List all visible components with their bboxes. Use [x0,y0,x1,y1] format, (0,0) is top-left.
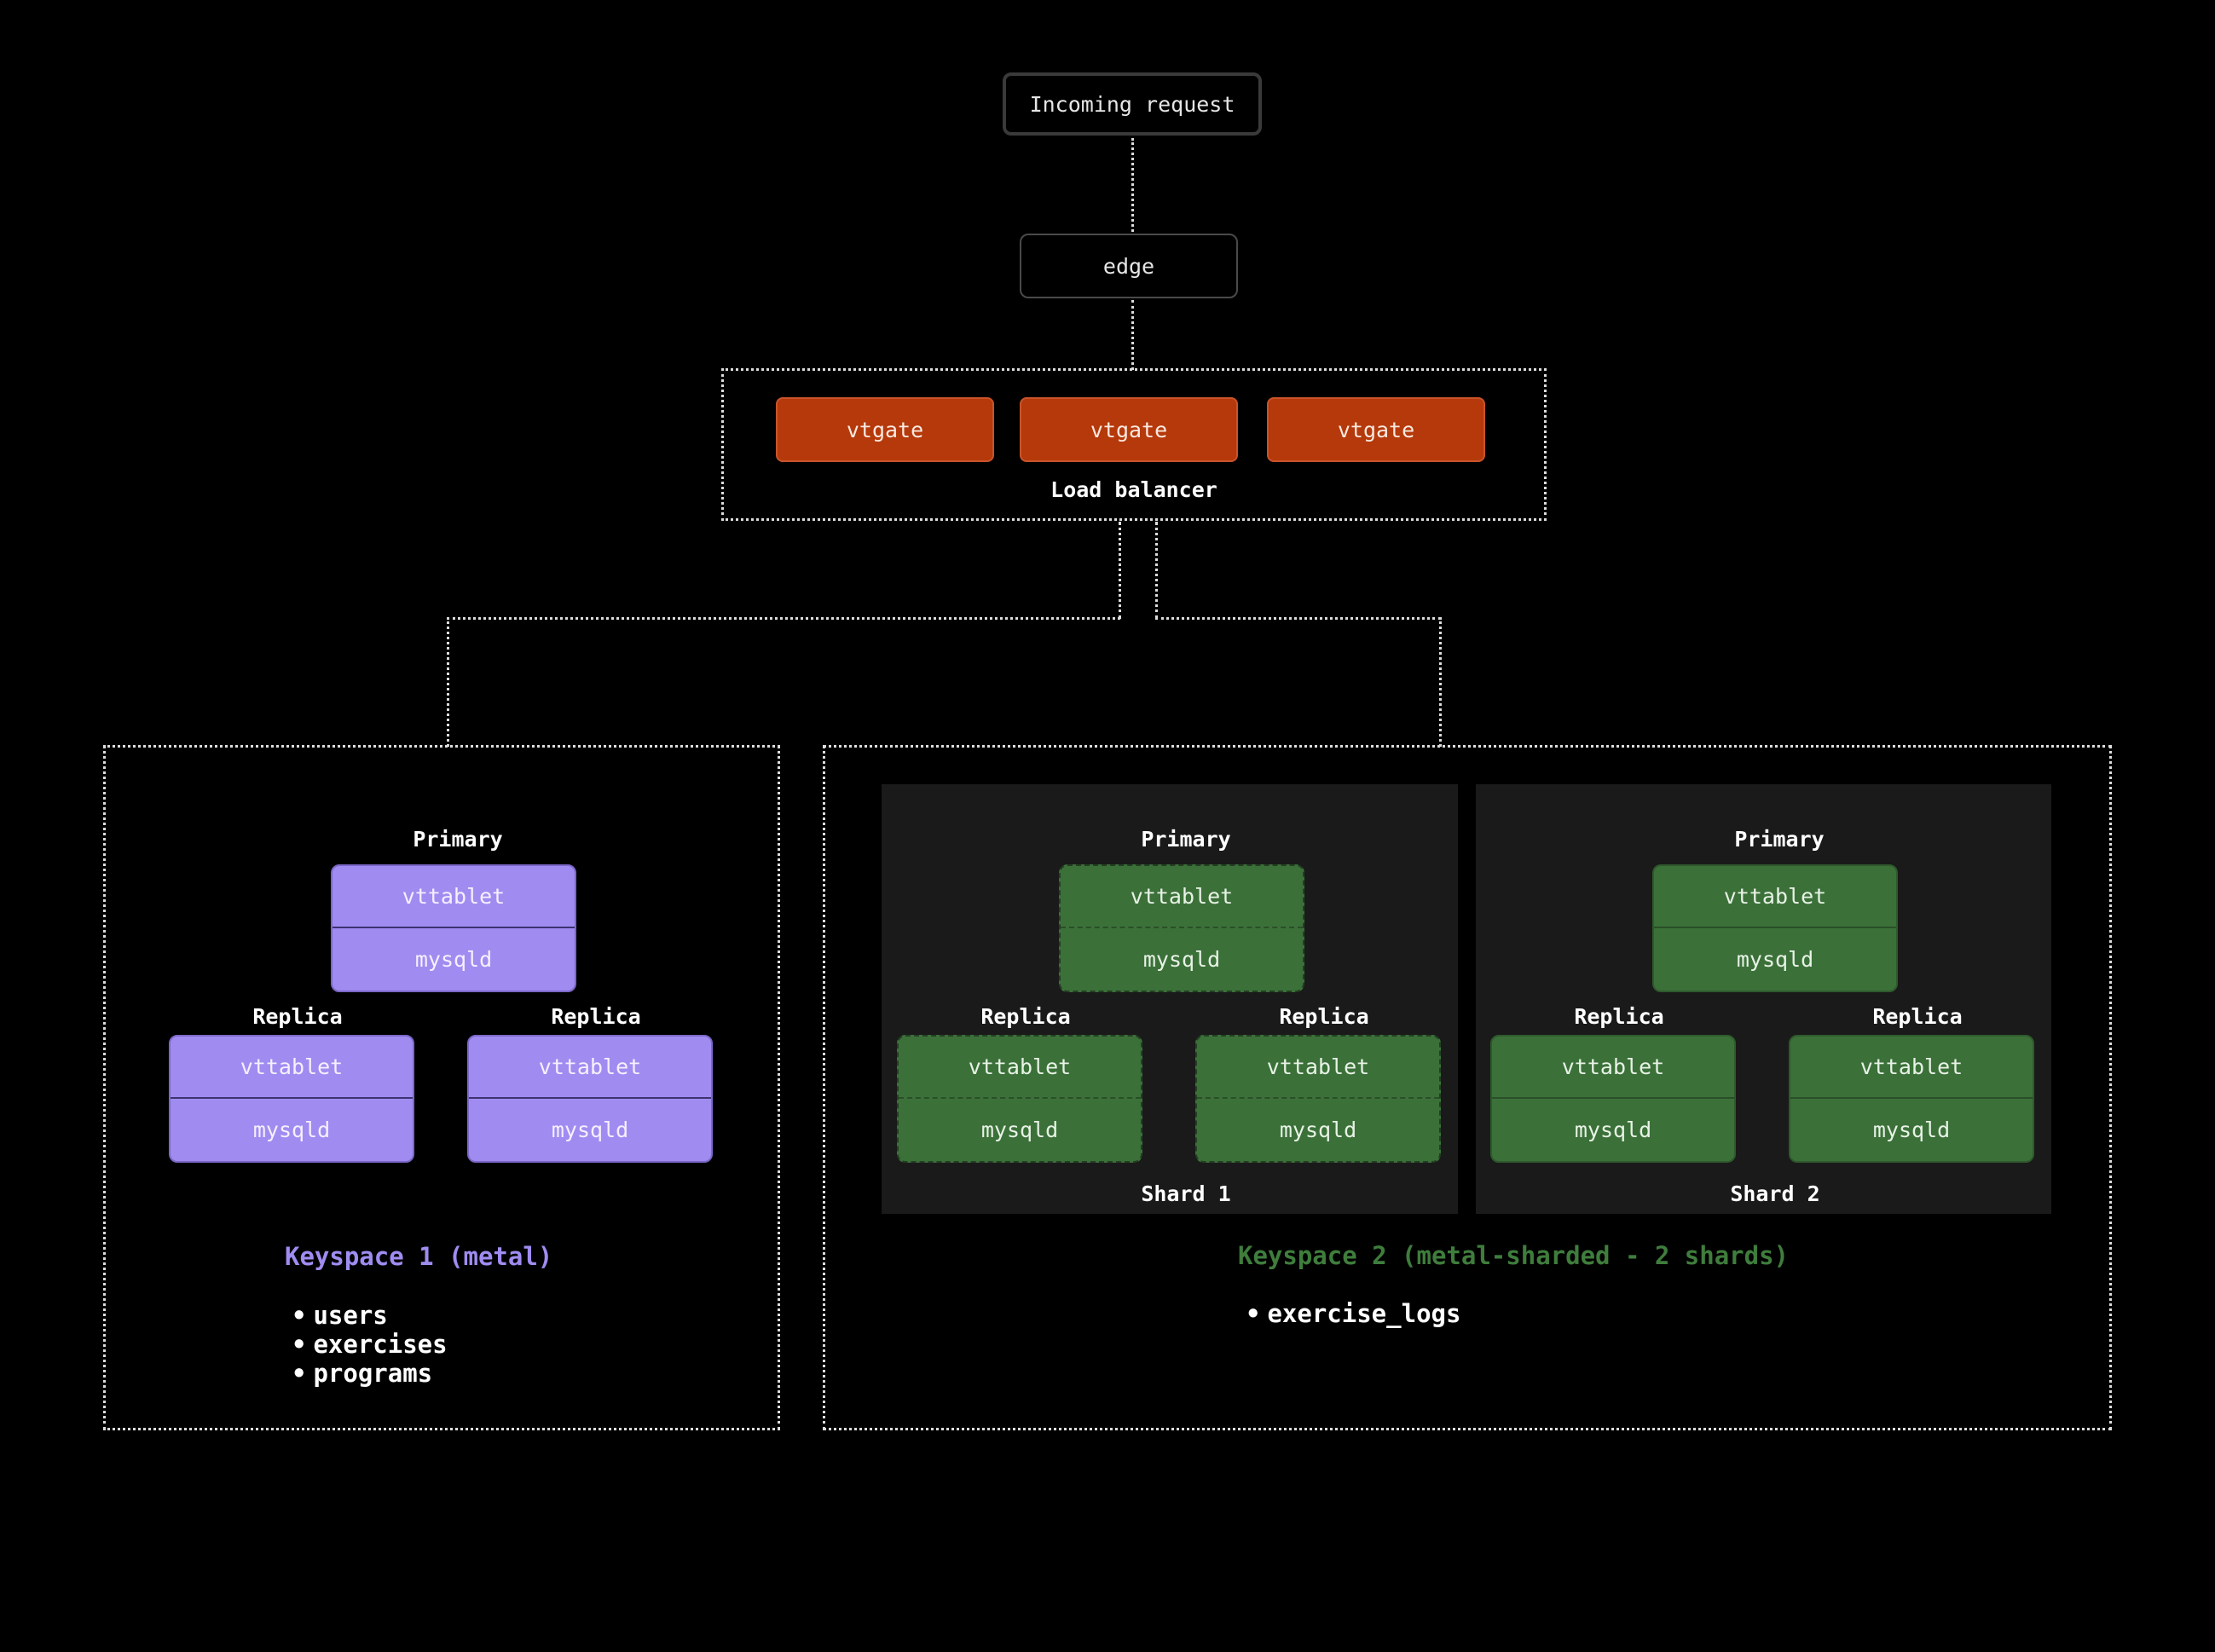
connector [1155,522,1158,619]
shard-2-replica-node: vttablet mysqld [1789,1035,2034,1163]
vtgate-label: vtgate [1337,417,1415,442]
keyspace1-title: Keyspace 1 (metal) [285,1242,553,1271]
shard-2-replica-label: Replica [1872,1004,1963,1029]
keyspace1-replica-label: Replica [551,1004,641,1029]
shard2-primary-label: Primary [1141,827,1231,852]
mysqld-label: mysqld [1279,1118,1357,1142]
list-item: programs [292,1359,448,1388]
vtgate-label: vtgate [846,417,924,442]
shard-1-label: Shard 1 [1141,1181,1231,1206]
keyspace1-table-list: users exercises programs [292,1301,448,1388]
mysqld-label: mysqld [1736,947,1814,972]
connector [447,617,1120,620]
keyspace1-replica-node: vttablet mysqld [169,1035,414,1163]
incoming-request-node: Incoming request [1003,72,1262,136]
shard-2-primary-label: Primary [1734,827,1825,852]
mysqld-label: mysqld [551,1118,629,1142]
keyspace2-table-list: exercise_logs [1246,1299,1460,1328]
shard-1-replica-node: vttablet mysqld [1195,1035,1441,1163]
mysqld-label: mysqld [1142,947,1221,972]
keyspace1-primary-label: Primary [413,827,503,852]
vttablet-label: vttablet [1061,866,1303,928]
shard-1-replica-label: Replica [1279,1004,1369,1029]
mysqld-label: mysqld [252,1118,331,1142]
incoming-request-label: Incoming request [1029,91,1235,117]
vtgate-node: vtgate [776,397,994,462]
keyspace1-replica-label: Replica [252,1004,343,1029]
keyspace1-group [103,745,780,1430]
load-balancer-label: Load balancer [1050,477,1217,502]
vttablet-label: vttablet [171,1037,413,1099]
list-item: exercises [292,1330,447,1359]
connector [1439,617,1442,747]
shard-1-replica-label: Replica [980,1004,1071,1029]
mysqld-label: mysqld [980,1118,1059,1142]
connector [1131,138,1134,232]
edge-label: edge [1102,253,1155,279]
vttablet-label: vttablet [1197,1037,1439,1099]
vtgate-node: vtgate [1267,397,1485,462]
list-item: users [292,1301,448,1330]
connector [447,617,449,747]
shard-2-label: Shard 2 [1730,1181,1820,1206]
vttablet-label: vttablet [469,1037,711,1099]
vttablet-label: vttablet [899,1037,1141,1099]
mysqld-label: mysqld [1574,1118,1652,1142]
shard-2-replica-node: vttablet mysqld [1490,1035,1736,1163]
shard-2-primary-node: vttablet mysqld [1652,864,1898,992]
mysqld-label: mysqld [414,947,493,972]
connector [1155,617,1441,620]
vttablet-label: vttablet [333,866,575,928]
vttablet-label: vttablet [1492,1037,1734,1099]
mysqld-label: mysqld [1872,1118,1951,1142]
vtgate-node: vtgate [1020,397,1238,462]
shard-1-primary-node: vttablet mysqld [1059,864,1304,992]
keyspace1-replica-node: vttablet mysqld [467,1035,713,1163]
shard-2-replica-label: Replica [1574,1004,1664,1029]
keyspace2-group [823,745,2112,1430]
connector [1131,300,1134,370]
vttablet-label: vttablet [1654,866,1896,928]
vtgate-label: vtgate [1090,417,1168,442]
load-balancer-group [721,368,1547,521]
shard-1-replica-node: vttablet mysqld [897,1035,1142,1163]
vttablet-label: vttablet [1790,1037,2033,1099]
connector [1119,522,1121,619]
list-item: exercise_logs [1246,1299,1460,1328]
edge-node: edge [1020,234,1238,298]
keyspace1-primary-node: vttablet mysqld [331,864,576,992]
keyspace2-title: Keyspace 2 (metal-sharded - 2 shards) [1238,1241,1790,1270]
